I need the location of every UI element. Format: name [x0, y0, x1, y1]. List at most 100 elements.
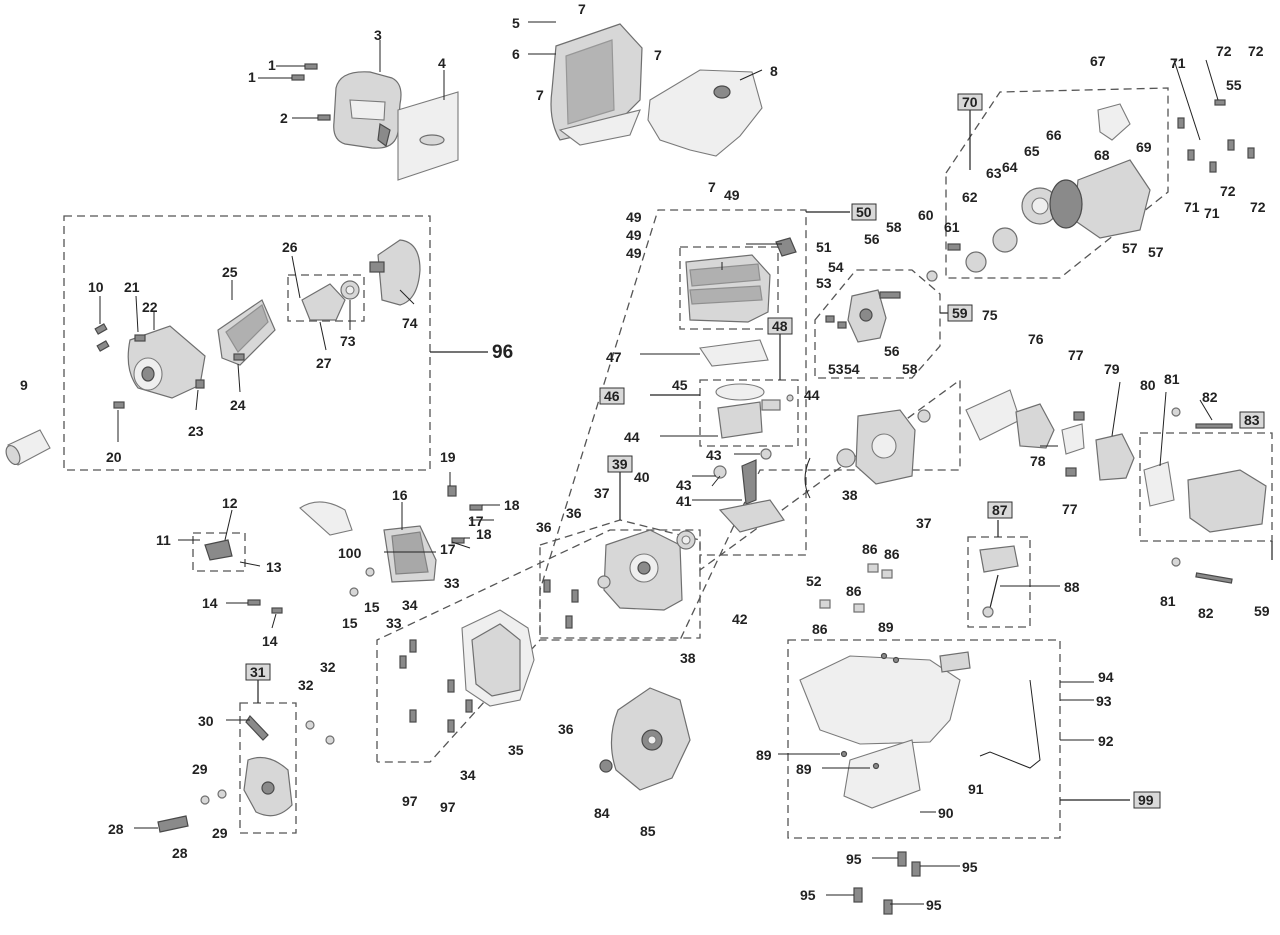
callout-label: 52: [806, 573, 822, 589]
cylinder: [685, 254, 771, 323]
callout-label: 38: [842, 487, 858, 503]
callout-label: 54: [844, 361, 860, 377]
callout-label: 95: [800, 887, 816, 903]
callout-label: 57: [1122, 240, 1138, 256]
svg-text:87: 87: [992, 502, 1008, 518]
clutch-assembly: [157, 715, 335, 833]
callout-label: 58: [886, 219, 902, 235]
callout-label: 7: [536, 87, 544, 103]
callout-label: 49: [626, 209, 642, 225]
callout-label: 18: [476, 526, 492, 542]
callout-label: 86: [812, 621, 828, 637]
callout-label: 71: [1184, 199, 1200, 215]
callout-label: 78: [1030, 453, 1046, 469]
fan-housing: [461, 609, 535, 707]
cylinder-gasket: [699, 339, 769, 367]
callout-label: 57: [1148, 244, 1164, 260]
callout-label: 37: [916, 515, 932, 531]
callout-label: 73: [340, 333, 356, 349]
crankcase-bolts: [399, 579, 579, 733]
group-label-31: 31: [245, 663, 271, 681]
group-label-70: 70: [957, 93, 983, 111]
callout-label: 21: [124, 279, 140, 295]
callout-label: 7: [578, 1, 586, 17]
callout-label: 63: [986, 165, 1002, 181]
callout-label: 2: [280, 110, 288, 126]
piston: [715, 383, 794, 439]
callout-label: 95: [846, 851, 862, 867]
crankcase-half: [597, 529, 696, 611]
callout-label: 64: [1002, 159, 1018, 175]
callout-label: 74: [402, 315, 418, 331]
callout-label: 15: [342, 615, 358, 631]
callout-label: 35: [508, 742, 524, 758]
callout-label: 80: [1140, 377, 1156, 393]
callout-label: 25: [222, 264, 238, 280]
callout-label: 89: [756, 747, 772, 763]
small-hardware-14-19: [247, 485, 483, 614]
group-outline-46: [699, 379, 799, 447]
callout-label: 71: [1204, 205, 1220, 221]
callout-label: 34: [460, 767, 476, 783]
callout-label: 20: [106, 449, 122, 465]
screws-71-72: [1177, 99, 1255, 173]
group-outline-31: [239, 702, 297, 834]
callout-label: 81: [1160, 593, 1176, 609]
callout-label: 56: [864, 231, 880, 247]
callout-label: 68: [1094, 147, 1110, 163]
callout-label: 1: [248, 69, 256, 85]
callout-label: 8: [770, 63, 778, 79]
callout-label: 14: [202, 595, 218, 611]
leader-lines: [99, 21, 1219, 905]
callout-label: 72: [1216, 43, 1232, 59]
callout-label: 47: [606, 349, 622, 365]
group-label-48: 48: [767, 317, 793, 335]
callout-label: 18: [504, 497, 520, 513]
svg-text:46: 46: [604, 388, 620, 404]
callout-label: 49: [626, 245, 642, 261]
group-label-83: 83: [1239, 411, 1265, 429]
callout-label: 77: [1062, 501, 1078, 517]
air-filter-slot: [419, 134, 445, 146]
callout-numbers: 1 1 2 3 4 5 6 7 7 7 7 8 9 10 11 12 13 14…: [20, 1, 1270, 913]
callout-label: 44: [804, 387, 820, 403]
crankcase-right: [836, 409, 931, 485]
callout-label: 43: [706, 447, 722, 463]
svg-text:99: 99: [1138, 792, 1154, 808]
callout-label: 17: [468, 513, 484, 529]
callout-label: 69: [1136, 139, 1152, 155]
group-outline-87: [967, 536, 1031, 628]
insulator-75: [965, 389, 1021, 441]
callout-label: 41: [676, 493, 692, 509]
callout-label: 44: [624, 429, 640, 445]
callout-label: 30: [198, 713, 214, 729]
callout-label: 28: [172, 845, 188, 861]
callout-label: 4: [438, 55, 446, 71]
callout-label: 45: [672, 377, 688, 393]
svg-text:48: 48: [772, 318, 788, 334]
spark-plug: [775, 237, 797, 257]
group-labels: 31 39 46 48 50 59 70 83: [245, 93, 1265, 809]
callout-label: 49: [626, 227, 642, 243]
group-label-59: 59: [947, 304, 973, 322]
parts: [5, 23, 1267, 915]
callout-label: 33: [386, 615, 402, 631]
callout-label: 26: [282, 239, 298, 255]
callout-label: 27: [316, 355, 332, 371]
fuel-tank: [799, 651, 1041, 809]
group-outline-70: [945, 87, 1169, 279]
group-outline-59: [814, 269, 941, 379]
group-label-39: 39: [607, 455, 633, 473]
group-label-99: 99: [1133, 791, 1161, 809]
callout-label: 96: [492, 342, 513, 363]
cylinder-shroud: [647, 69, 763, 157]
callout-label: 62: [962, 189, 978, 205]
callout-label: 56: [884, 343, 900, 359]
callout-label: 85: [640, 823, 656, 839]
callout-label: 93: [1096, 693, 1112, 709]
callout-label: 89: [796, 761, 812, 777]
callout-label: 16: [392, 487, 408, 503]
callout-label: 15: [364, 599, 380, 615]
callout-label: 72: [1220, 183, 1236, 199]
air-filter-cover: [333, 71, 402, 149]
